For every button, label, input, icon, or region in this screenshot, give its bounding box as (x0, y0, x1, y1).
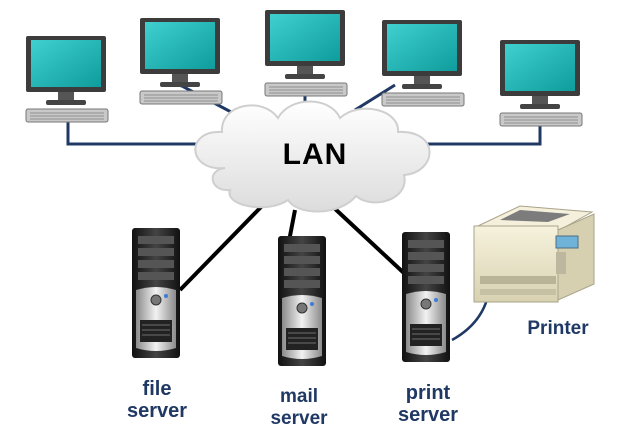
cable-computer-4 (354, 83, 396, 112)
computer-3 (264, 9, 348, 97)
cable-print-server (330, 204, 408, 277)
printer-label: Printer (527, 318, 589, 339)
lan-cloud (194, 100, 431, 213)
file-server-label: file server (112, 378, 202, 422)
computer-2 (139, 17, 223, 105)
mail-server-label: mail server (254, 386, 344, 430)
mail-server-label-line1: mail (279, 386, 319, 407)
cable-computer-5 (410, 120, 542, 146)
print-server-label-line2: server (397, 404, 459, 426)
computer-1 (25, 35, 109, 123)
print-server (401, 231, 451, 363)
mail-server-label-line2: server (270, 408, 328, 429)
mail-server (277, 235, 327, 367)
file-server (131, 227, 181, 359)
cable-file-server (178, 204, 264, 292)
print-server-label: print server (380, 382, 476, 426)
file-server-label-line2: server (126, 400, 188, 422)
computer-4 (381, 19, 465, 107)
computer-5 (499, 39, 583, 127)
cable-computer-1 (66, 118, 210, 146)
print-server-label-line1: print (405, 382, 451, 404)
printer-device (473, 205, 595, 303)
file-server-label-line1: file (142, 378, 172, 400)
lan-label: LAN (282, 138, 348, 171)
